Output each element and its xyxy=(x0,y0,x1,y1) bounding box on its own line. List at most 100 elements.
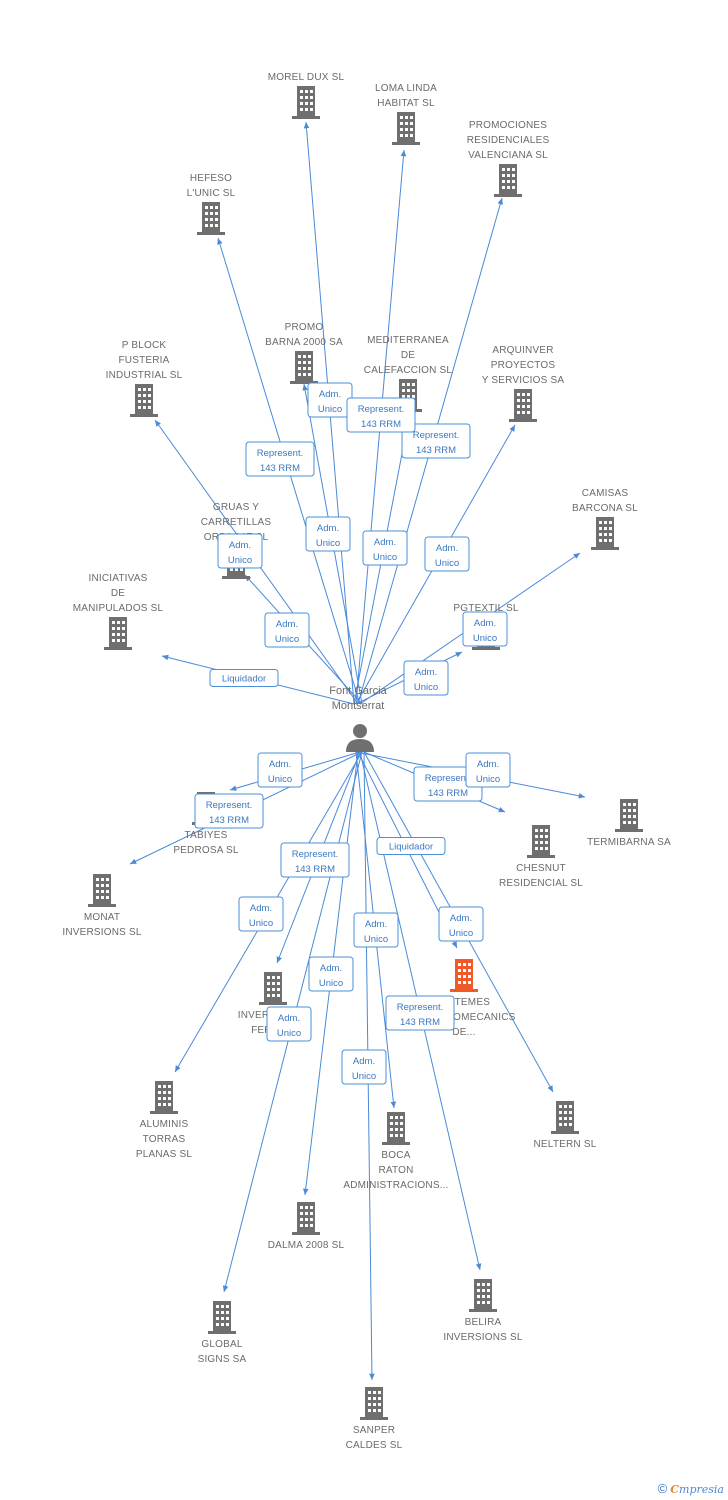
building-icon xyxy=(292,86,320,119)
copyright-icon: © xyxy=(657,1481,668,1496)
building-icon xyxy=(551,1101,579,1134)
relation-label-box xyxy=(462,611,508,647)
center-node[interactable]: Font Garcia Montserrat xyxy=(329,685,388,752)
relation-label-dalma[interactable]: Adm. Unico xyxy=(308,956,354,992)
relation-label-sistemes[interactable]: Adm.Unico xyxy=(438,906,484,942)
relation-label-promo[interactable]: Adm.Unico xyxy=(305,516,351,552)
relation-label-box xyxy=(245,441,315,477)
relation-label-inversiones[interactable]: Represent.143 RRM xyxy=(280,842,350,878)
relation-label-neltern[interactable]: Liquidador xyxy=(376,837,446,855)
relation-label-text: Unico xyxy=(476,774,500,785)
relation-label-text: 143 RRM xyxy=(428,788,468,799)
relation-label-chesnut[interactable]: Represent. 143 RRM xyxy=(413,766,483,802)
relation-label-text: Unico xyxy=(373,552,397,563)
relation-label-camisas[interactable]: Adm.Unico xyxy=(462,611,508,647)
company-node-termibarna[interactable]: TERMIBARNA SA xyxy=(587,799,671,848)
company-node-dalma[interactable]: DALMA 2008 SL xyxy=(268,1202,345,1251)
company-name-line: BELIRA xyxy=(465,1317,502,1328)
relation-label-text: Adm. xyxy=(250,903,272,914)
relation-label-box xyxy=(209,669,279,687)
company-name-line: Y SERVICIOS SA xyxy=(482,375,565,386)
relation-label-pgtextil[interactable]: Adm.Unico xyxy=(403,660,449,696)
relation-label-termibarna[interactable]: Adm.Unico xyxy=(465,752,511,788)
company-name-line: RESIDENCIALES xyxy=(467,135,550,146)
building-icon xyxy=(290,351,318,384)
building-icon xyxy=(104,617,132,650)
company-name-line: RATON xyxy=(378,1165,413,1176)
footer-brand: © Cmpresia xyxy=(658,1481,724,1496)
company-node-boca[interactable]: BOCARATONADMINISTRACIONS... xyxy=(343,1112,448,1191)
relation-label-text: Adm. xyxy=(269,759,291,770)
center-label-line-2: Montserrat xyxy=(332,700,385,712)
company-name-line: DALMA 2008 SL xyxy=(268,1240,345,1251)
company-node-pgtextil[interactable]: PGTEXTIL SL xyxy=(453,603,519,650)
relation-label-iniciativas[interactable]: Liquidador xyxy=(209,669,279,687)
company-name-line: MEDITERRANEA xyxy=(367,335,449,346)
building-icon xyxy=(130,384,158,417)
center-label-line-1: Font Garcia xyxy=(329,685,387,697)
relation-label-promval[interactable]: Represent.143 RRM xyxy=(401,423,471,459)
company-node-neltern[interactable]: NELTERN SL xyxy=(534,1101,597,1150)
relation-label-text: Represent. xyxy=(257,448,303,459)
relation-label-text: Adm. xyxy=(374,537,396,548)
relation-label-text: Adm. xyxy=(353,1056,375,1067)
relation-label-monat[interactable]: Represent.143 RRM xyxy=(194,793,264,829)
relation-label-text: 143 RRM xyxy=(361,419,401,430)
company-name-line: INDUSTRIAL SL xyxy=(106,370,183,381)
relation-label-sanper[interactable]: Adm.Unico xyxy=(341,1049,387,1085)
relation-label-morel[interactable]: Adm.Unico xyxy=(307,382,353,418)
relation-label-hefeso[interactable]: Represent.143 RRM xyxy=(245,441,315,477)
relation-label-text: Unico xyxy=(249,918,273,929)
relation-label-medit[interactable]: Represent. 143 RRM xyxy=(346,397,416,433)
relation-label-loma[interactable]: Adm. Unico xyxy=(362,530,408,566)
building-icon xyxy=(382,1112,410,1145)
company-name-line: BOCA xyxy=(381,1150,410,1161)
relation-label-text: Adm. xyxy=(229,540,251,551)
relation-label-pblock[interactable]: Adm.Unico xyxy=(264,612,310,648)
company-name-line: TORRAS xyxy=(143,1134,186,1145)
building-icon xyxy=(197,202,225,235)
relation-label-arquinver[interactable]: Adm.Unico xyxy=(424,536,470,572)
building-icon xyxy=(469,1279,497,1312)
relation-label-gruas[interactable]: Adm. Unico xyxy=(217,533,263,569)
relation-label-boca[interactable]: Adm.Unico xyxy=(353,912,399,948)
company-name-line: ARQUINVER xyxy=(492,345,553,356)
relation-label-text: 143 RRM xyxy=(295,864,335,875)
relation-label-box xyxy=(385,995,455,1031)
relation-label-text: Unico xyxy=(435,558,459,569)
relation-label-text: Unico xyxy=(319,978,343,989)
relation-label-text: Unico xyxy=(316,538,340,549)
company-node-sistemes[interactable]: SISTEMESELECTROMECANICSDE... xyxy=(412,959,515,1038)
relation-label-belira[interactable]: Represent.143 RRM xyxy=(385,995,455,1031)
company-name-line: CALEFACCION SL xyxy=(364,365,453,376)
relation-label-text: Adm. xyxy=(320,963,342,974)
relation-label-global[interactable]: Adm.Unico xyxy=(266,1006,312,1042)
relation-label-text: Unico xyxy=(228,555,252,566)
company-name-line: P BLOCK xyxy=(122,340,167,351)
relation-label-tabiyes[interactable]: Adm.Unico xyxy=(257,752,303,788)
relation-label-text: Represent. xyxy=(425,773,471,784)
relation-label-aluminis[interactable]: Adm. Unico xyxy=(238,896,284,932)
company-name-line: DE... xyxy=(452,1027,475,1038)
company-node-morel[interactable]: MOREL DUX SL xyxy=(268,72,345,119)
relation-label-text: Represent. xyxy=(358,404,404,415)
